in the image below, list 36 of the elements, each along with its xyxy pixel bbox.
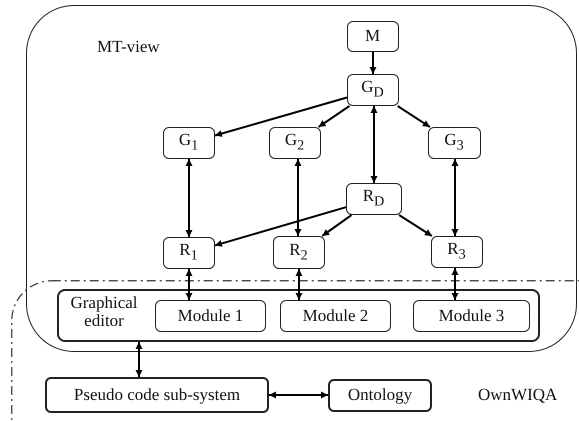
panel-label: Graphical editor xyxy=(69,294,139,330)
process-box: Ontology xyxy=(328,379,432,412)
editor-panel xyxy=(57,289,540,342)
arrow xyxy=(296,269,302,300)
arrow xyxy=(186,269,192,300)
process-box: R$_{2}$ xyxy=(272,236,324,268)
arrow xyxy=(318,105,350,128)
process-box: R$_{1}$ xyxy=(162,236,214,268)
arrow xyxy=(136,342,142,377)
arrow xyxy=(370,106,378,183)
view-region xyxy=(26,5,577,352)
process-box: G$_{1}$ xyxy=(162,126,214,158)
process-box: R$_{D}$ xyxy=(346,182,402,214)
arrow xyxy=(322,214,352,237)
arrow xyxy=(186,159,192,237)
process-box: Module 1 xyxy=(155,300,266,332)
region-label: MT-view xyxy=(97,38,160,57)
arrow xyxy=(269,392,328,398)
process-box: G$_{2}$ xyxy=(268,126,320,158)
arrow xyxy=(398,214,432,237)
region-label: OwnWIQA xyxy=(478,386,558,405)
process-box: M xyxy=(346,20,398,52)
arrow xyxy=(294,159,302,236)
arrow xyxy=(214,206,346,247)
arrow xyxy=(214,96,348,137)
arrow xyxy=(452,268,458,300)
process-box: Module 2 xyxy=(280,300,391,332)
process-box: G$_{D}$ xyxy=(346,74,398,106)
process-box: G$_{3}$ xyxy=(428,126,480,158)
arrow xyxy=(452,159,458,236)
arrow xyxy=(397,105,430,128)
process-box: R$_{3}$ xyxy=(430,236,482,268)
dashed-region xyxy=(11,280,579,421)
process-box: Pseudo code sub-system xyxy=(45,377,269,413)
process-box: Module 3 xyxy=(413,300,530,332)
arrow xyxy=(370,52,376,74)
